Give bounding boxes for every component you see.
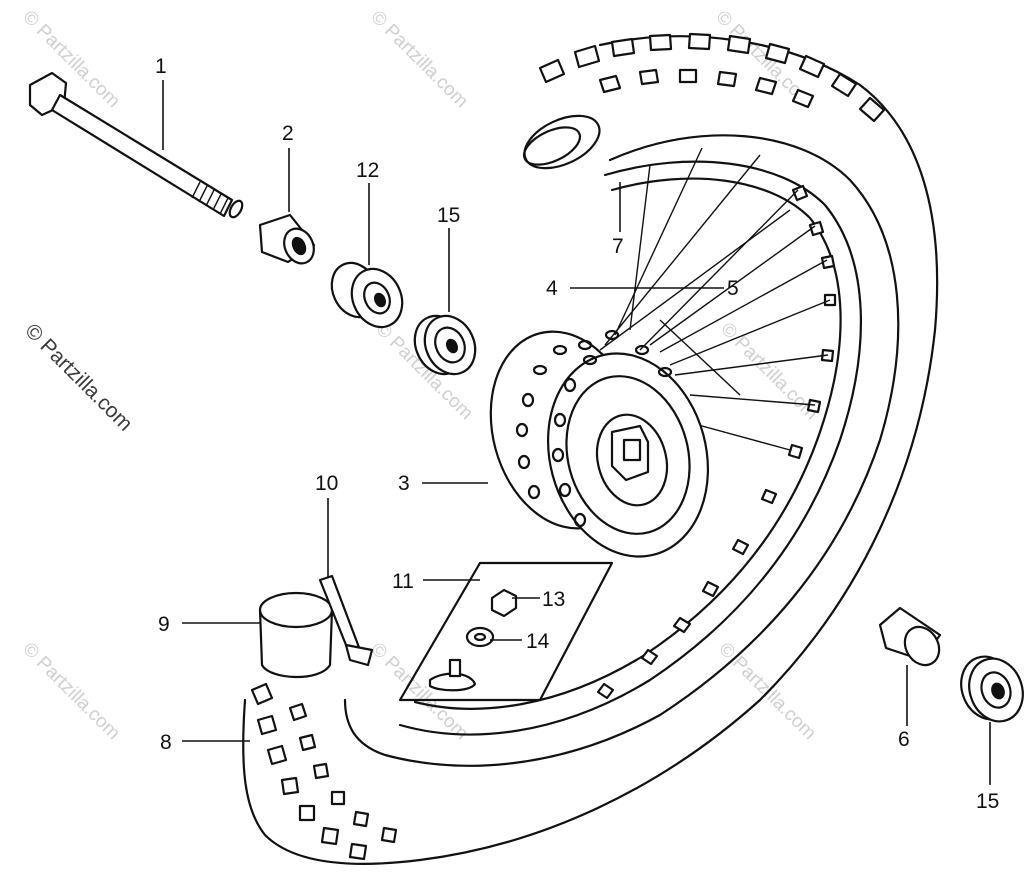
- callout-7: 7: [612, 235, 624, 258]
- distance-collar: [878, 606, 942, 667]
- callout-12: 12: [356, 159, 379, 182]
- leader-lines: [162, 80, 991, 785]
- tread-knobs-bottom: [250, 682, 398, 861]
- valve-parts-box: [398, 561, 614, 702]
- rim: [398, 160, 862, 736]
- callout-1: 1: [155, 55, 167, 78]
- rim-lock: [318, 574, 374, 667]
- watermark-text-strong: © Partzilla.com: [20, 319, 136, 435]
- callout-14: 14: [526, 630, 550, 653]
- spokes: [599, 147, 831, 451]
- rim-nipples: [596, 184, 837, 700]
- callout-3: 3: [398, 472, 410, 495]
- callout-9: 9: [158, 613, 170, 636]
- watermark-text: © Partzilla.com: [366, 639, 471, 744]
- callout-8: 8: [160, 731, 172, 754]
- callout-2: 2: [282, 122, 294, 145]
- watermark-text: © Partzilla.com: [366, 7, 471, 112]
- callout-10: 10: [315, 472, 338, 495]
- dust-seal: [330, 261, 404, 329]
- bearing-lower: [960, 655, 1024, 723]
- bearing-upper: [413, 314, 477, 376]
- callout-6: 6: [898, 728, 910, 751]
- hub-flange-holes: [515, 329, 673, 528]
- tire: [242, 32, 939, 865]
- tread-knobs-top: [538, 32, 886, 123]
- axle: [28, 71, 244, 219]
- watermark-text: © Partzilla.com: [18, 639, 123, 744]
- watermarks: © Partzilla.com © Partzilla.com © Partzi…: [18, 7, 821, 744]
- callout-11: 11: [392, 570, 414, 593]
- axle-threads: [191, 181, 229, 215]
- callout-labels: 1 2 3 4 5 6 7 8 9 10 11 12 13 14 15 15: [155, 55, 999, 813]
- callout-4: 4: [546, 277, 558, 300]
- spacer-collar: [258, 213, 316, 265]
- callout-15-upper: 15: [437, 204, 460, 227]
- hub: [489, 329, 710, 558]
- callout-13: 13: [542, 588, 565, 611]
- watermark-text: © Partzilla.com: [716, 319, 821, 424]
- callout-5: 5: [727, 277, 739, 300]
- callout-15-lower: 15: [976, 790, 999, 813]
